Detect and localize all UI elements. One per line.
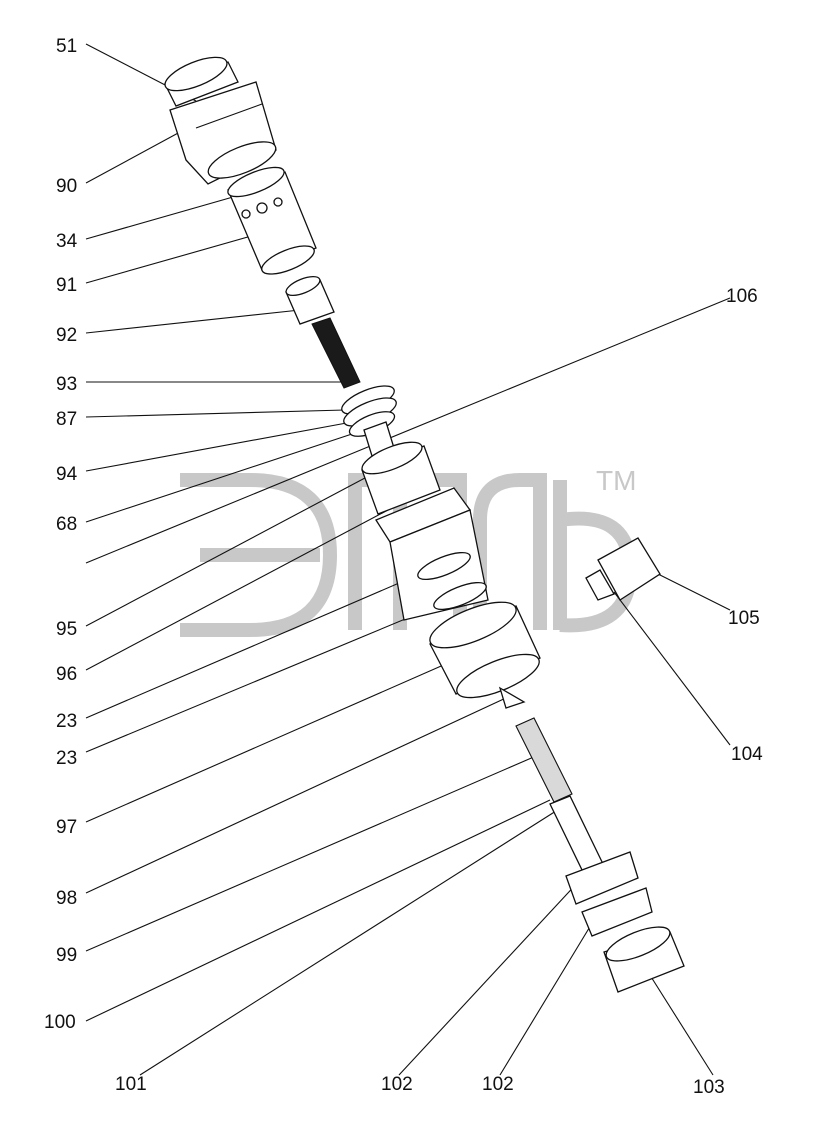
label-103: 103: [693, 1077, 725, 1098]
label-90: 90: [56, 176, 77, 197]
part-95-body: [361, 441, 441, 515]
part-102-nuts: [565, 851, 653, 937]
part-34-91-sleeve: [227, 166, 317, 275]
part-97-housing: [429, 601, 541, 699]
label-34: 34: [56, 231, 78, 252]
label-93: 93: [56, 374, 77, 395]
label-99: 99: [56, 945, 77, 966]
part-98-cone: [498, 686, 526, 709]
part-90-nut: [169, 81, 277, 185]
part-104-105-plug: [585, 537, 661, 601]
label-91: 91: [56, 275, 77, 296]
part-87-94-68-rings: [341, 385, 397, 457]
label-102-second: 102: [482, 1074, 514, 1095]
part-51-cap: [164, 56, 239, 107]
label-23-first: 23: [56, 711, 77, 732]
label-100: 100: [44, 1012, 76, 1033]
label-92: 92: [56, 325, 77, 346]
part-92-fitting: [285, 275, 335, 325]
leader-lines: [85, 43, 731, 1076]
label-102-first: 102: [381, 1074, 413, 1095]
label-106: 106: [726, 286, 758, 307]
label-95: 95: [56, 619, 77, 640]
part-99-spring: [515, 717, 573, 803]
label-101: 101: [115, 1074, 147, 1095]
label-96: 96: [56, 664, 77, 685]
part-100-101-rod: [549, 795, 605, 875]
label-68: 68: [56, 514, 77, 535]
label-23-second: 23: [56, 748, 77, 769]
label-51: 51: [56, 36, 77, 57]
label-94: 94: [56, 464, 78, 485]
part-103-cap-nut: [603, 926, 685, 993]
label-105: 105: [728, 608, 760, 629]
part-labels: 51 90 34 91 92 93 87 94 68 95 96 23 23 9…: [44, 36, 763, 1098]
label-98: 98: [56, 888, 77, 909]
label-104: 104: [731, 744, 763, 765]
part-23-orings: [417, 551, 487, 611]
watermark-trademark: TM: [596, 465, 636, 496]
label-97: 97: [56, 817, 77, 838]
part-93-spring: [311, 317, 361, 389]
label-87: 87: [56, 409, 77, 430]
